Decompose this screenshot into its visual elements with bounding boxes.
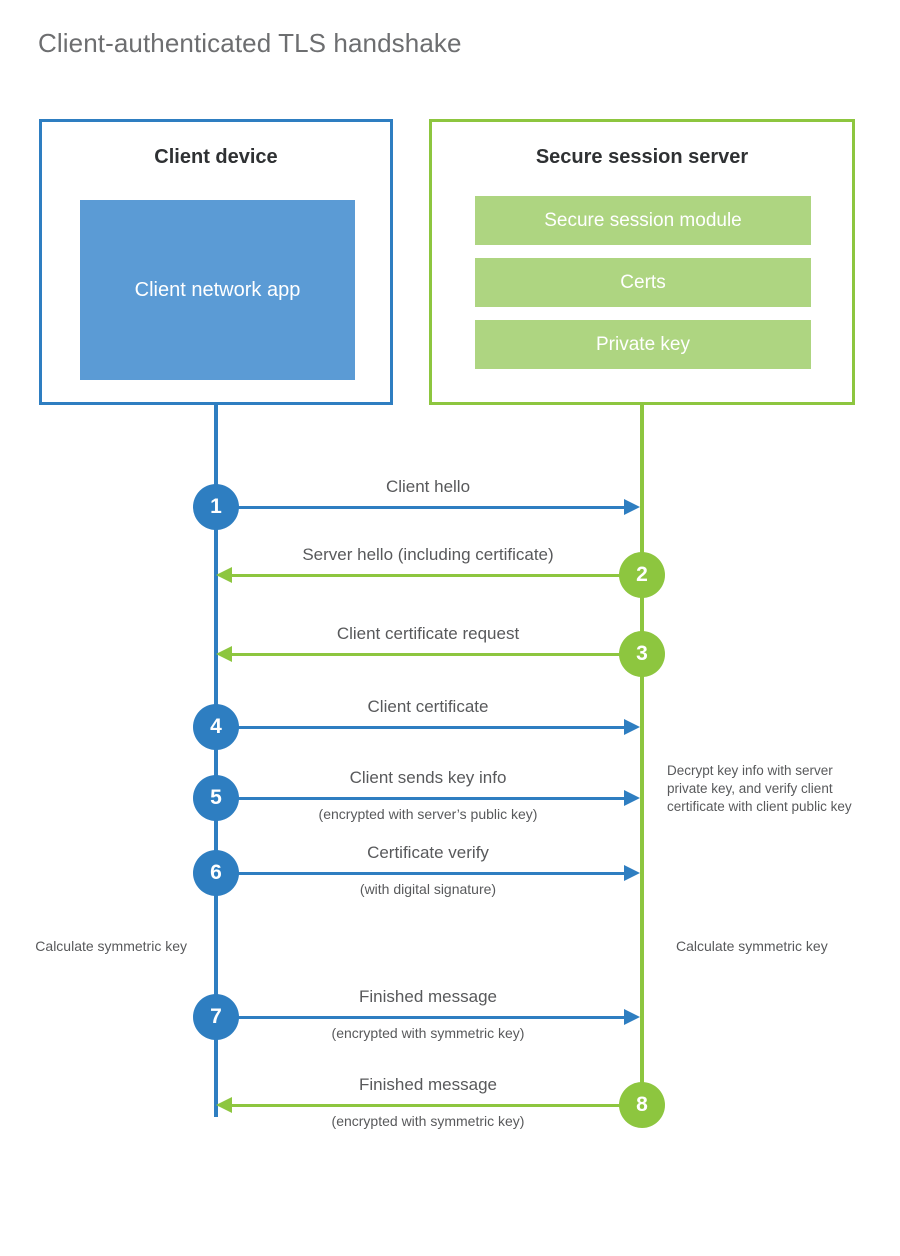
client-calculate-symmetric-key-note: Calculate symmetric key — [35, 938, 187, 954]
client-lifeline — [214, 405, 218, 1117]
server-decrypt-note: Decrypt key info with server private key… — [667, 763, 852, 814]
step-badge-8: 8 — [619, 1082, 665, 1128]
secure-session-server-box: Secure session server Secure session mod… — [429, 119, 855, 405]
arrow-head-right-icon — [624, 1009, 640, 1025]
arrow-head-left-icon — [216, 567, 232, 583]
message-sublabel-7: (encrypted with symmetric key) — [331, 1025, 525, 1041]
message-arrow-line-1 — [218, 506, 636, 509]
message-label-3: Client certificate request — [336, 624, 520, 643]
arrow-head-right-icon — [624, 499, 640, 515]
message-label-8: Finished message — [359, 1075, 497, 1094]
message-arrow-line-3 — [228, 653, 640, 656]
message-sublabel-8: (encrypted with symmetric key) — [331, 1113, 525, 1129]
server-module-certs: Certs — [475, 258, 811, 307]
server-calculate-symmetric-key-note: Calculate symmetric key — [676, 938, 828, 954]
arrow-head-right-icon — [624, 719, 640, 735]
message-arrow-line-6 — [218, 872, 636, 875]
message-label-6: Certificate verify — [367, 843, 489, 862]
message-label-1: Client hello — [385, 477, 471, 496]
arrow-head-left-icon — [216, 1097, 232, 1113]
message-sublabel-6: (with digital signature) — [359, 881, 497, 897]
arrow-head-right-icon — [624, 865, 640, 881]
step-badge-4: 4 — [193, 704, 239, 750]
message-arrow-line-2 — [228, 574, 640, 577]
message-label-2: Server hello (including certificate) — [302, 545, 554, 564]
message-label-5: Client sends key info — [349, 768, 507, 787]
arrow-head-right-icon — [624, 790, 640, 806]
message-arrow-line-5 — [218, 797, 636, 800]
step-badge-1: 1 — [193, 484, 239, 530]
step-badge-5: 5 — [193, 775, 239, 821]
client-device-title: Client device — [154, 146, 278, 168]
step-badge-6: 6 — [193, 850, 239, 896]
message-label-4: Client certificate — [367, 697, 489, 716]
message-arrow-line-8 — [228, 1104, 640, 1107]
page-title: Client-authenticated TLS handshake — [38, 28, 462, 58]
step-badge-3: 3 — [619, 631, 665, 677]
server-module-list: Secure session module Certs Private key — [475, 196, 811, 369]
server-module-secure-session-module: Secure session module — [475, 196, 811, 245]
client-network-app-block: Client network app — [80, 200, 355, 380]
server-module-private-key: Private key — [475, 320, 811, 369]
step-badge-2: 2 — [619, 552, 665, 598]
client-device-box: Client device Client network app — [39, 119, 393, 405]
step-badge-7: 7 — [193, 994, 239, 1040]
message-label-7: Finished message — [359, 987, 497, 1006]
arrow-head-left-icon — [216, 646, 232, 662]
message-sublabel-5: (encrypted with server’s public key) — [318, 806, 538, 822]
message-arrow-line-7 — [218, 1016, 636, 1019]
secure-session-server-title: Secure session server — [535, 146, 749, 168]
message-arrow-line-4 — [218, 726, 636, 729]
server-lifeline — [640, 405, 644, 1105]
